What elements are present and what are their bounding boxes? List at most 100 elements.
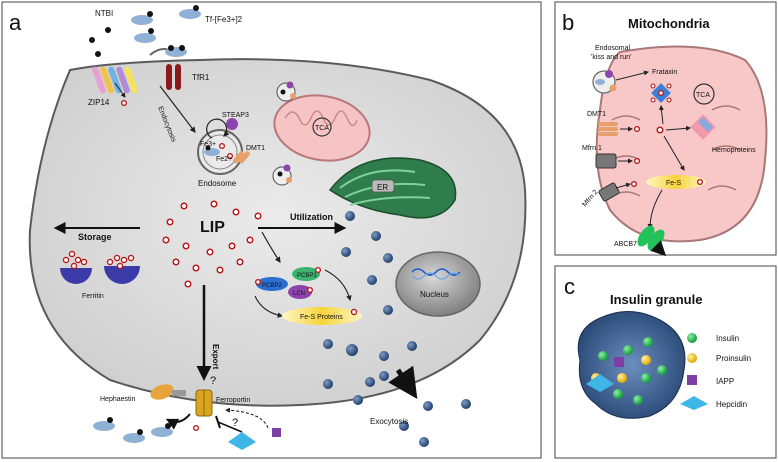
tca-label-b: TCA <box>696 92 710 99</box>
tfr1-receptor <box>149 45 187 90</box>
legend-insulin: Insulin <box>687 333 739 343</box>
endoplasmic-reticulum: ER <box>328 157 457 219</box>
granules-a <box>323 211 471 447</box>
hepcidin-inhibit-bar <box>215 415 221 429</box>
er-label: ER <box>377 183 388 192</box>
insulin-granule <box>577 310 686 419</box>
pcbp1-label: PCBP1 <box>297 273 317 279</box>
kiss-vesicle-mito-a <box>276 81 296 102</box>
frataxin <box>650 83 672 103</box>
hepcidin-symbol <box>680 396 708 410</box>
lcn <box>288 285 313 299</box>
zip14-transporter <box>92 66 138 94</box>
zip14-label: ZIP14 <box>88 98 110 107</box>
dmt1-endosome <box>232 151 250 164</box>
question-mark-2: ? <box>232 417 238 429</box>
insulin-symbol <box>687 333 697 343</box>
panel-c-title: Insulin granule <box>610 292 702 307</box>
panel-b-title: Mitochondria <box>628 16 710 31</box>
tca-label-a: TCA <box>315 125 329 132</box>
pcbp1 <box>292 267 321 281</box>
hepcidin-inhibit-line <box>217 421 243 433</box>
legend-hepcidin-label: Hepcidin <box>716 400 747 409</box>
iron-zip14 <box>121 100 127 106</box>
endosomal-label: Endosomal <box>595 45 630 52</box>
fes-b <box>646 175 706 189</box>
mitochondrion-b <box>595 45 768 243</box>
pcbp1-arrow <box>324 269 352 302</box>
mfrn1-label: Mfrn 1 <box>582 145 602 152</box>
mitochondrion-a: TCA <box>273 94 371 162</box>
exocytosis-arrow <box>388 365 418 399</box>
ntbi-label: NTBI <box>95 9 113 18</box>
kiss-and-run-label: 'kiss and run' <box>591 54 631 61</box>
exported-iron <box>193 425 199 431</box>
iapp-symbol <box>687 375 697 385</box>
dmt1-b <box>598 122 618 136</box>
to-frataxin-arrow <box>658 105 664 125</box>
fes-label-b: Fe-S <box>666 180 682 187</box>
lip-label: LIP <box>200 219 225 236</box>
iron-center-b <box>656 126 664 134</box>
abcb7-out-arrow <box>650 240 667 257</box>
fe3-label: Fe3+ <box>200 141 216 148</box>
legend-hepcidin: Hepcidin <box>680 396 747 410</box>
kiss-arrow <box>615 70 649 81</box>
hephaestin-label: Hephaestin <box>100 396 136 403</box>
cell-membrane <box>28 58 527 407</box>
legend-iapp: IAPP <box>687 375 734 386</box>
ferritin <box>60 250 140 284</box>
export-label: Export <box>211 344 220 370</box>
transferrin-cluster-top <box>131 5 201 43</box>
iron-mfrn1 <box>634 158 640 164</box>
exocytosis-label: Exocytosis <box>370 417 408 426</box>
lcn-label: LCN <box>293 291 305 297</box>
fes-proteins-label: Fe-S Proteins <box>300 314 343 321</box>
ferritin-label: Ferritin <box>82 293 104 300</box>
question-mark-1: ? <box>210 375 216 387</box>
legend-iapp-label: IAPP <box>716 377 734 386</box>
pcbp2 <box>255 277 288 291</box>
lip-iron-pool <box>162 200 262 288</box>
legend-proinsulin: Proinsulin <box>687 353 751 363</box>
fe2-label: Fe2+ <box>216 156 232 163</box>
kiss-vesicle-a <box>272 164 292 186</box>
panel-b-letter: b <box>562 10 574 35</box>
tf-fe-label: Tf-[Fe3+]2 <box>205 15 243 24</box>
proinsulin-symbol <box>687 353 697 363</box>
panel-c-letter: c <box>564 274 575 299</box>
storage-label: Storage <box>78 232 112 242</box>
pcbp2-label: PCBP2 <box>262 283 282 289</box>
dashed-arrow <box>225 407 269 429</box>
mfrn1 <box>595 153 617 169</box>
dmt1-label-a: DMT1 <box>246 145 265 152</box>
to-abcb7-arrow <box>647 189 663 229</box>
utilization-label: Utilization <box>290 212 333 222</box>
hephaestin <box>150 384 186 400</box>
to-fes-arrow <box>663 135 685 171</box>
ferroportin <box>195 389 213 417</box>
tfr1-label: TfR1 <box>192 73 210 82</box>
legend-proinsulin-label: Proinsulin <box>716 354 751 363</box>
nucleus: Nucleus <box>395 251 481 317</box>
pcbp2-arrow <box>254 295 284 318</box>
endosome-label: Endosome <box>198 179 237 188</box>
nucleus-label: Nucleus <box>420 290 449 299</box>
steap3-label: STEAP3 <box>222 112 249 119</box>
mfrn2-arrow <box>615 182 631 189</box>
hepcidin-diamond-a <box>228 432 256 450</box>
endocytosis-arrow <box>159 85 196 133</box>
zip14-arrow <box>114 82 126 98</box>
iapp-cube-a <box>272 428 281 437</box>
dmt1-label-b: DMT1 <box>587 111 606 118</box>
fes-proteins <box>282 307 362 325</box>
legend-insulin-label: Insulin <box>716 334 739 343</box>
hemoprotein <box>690 114 716 140</box>
hemoproteins-label: Hemoproteins <box>712 147 756 154</box>
tca-cycle-b <box>693 83 715 105</box>
to-heme-arrow <box>665 125 691 131</box>
abcb7-label: ABCB7 <box>614 241 637 248</box>
ferroportin-label: Ferroportin <box>216 397 250 404</box>
ntbi-iron <box>89 27 111 57</box>
